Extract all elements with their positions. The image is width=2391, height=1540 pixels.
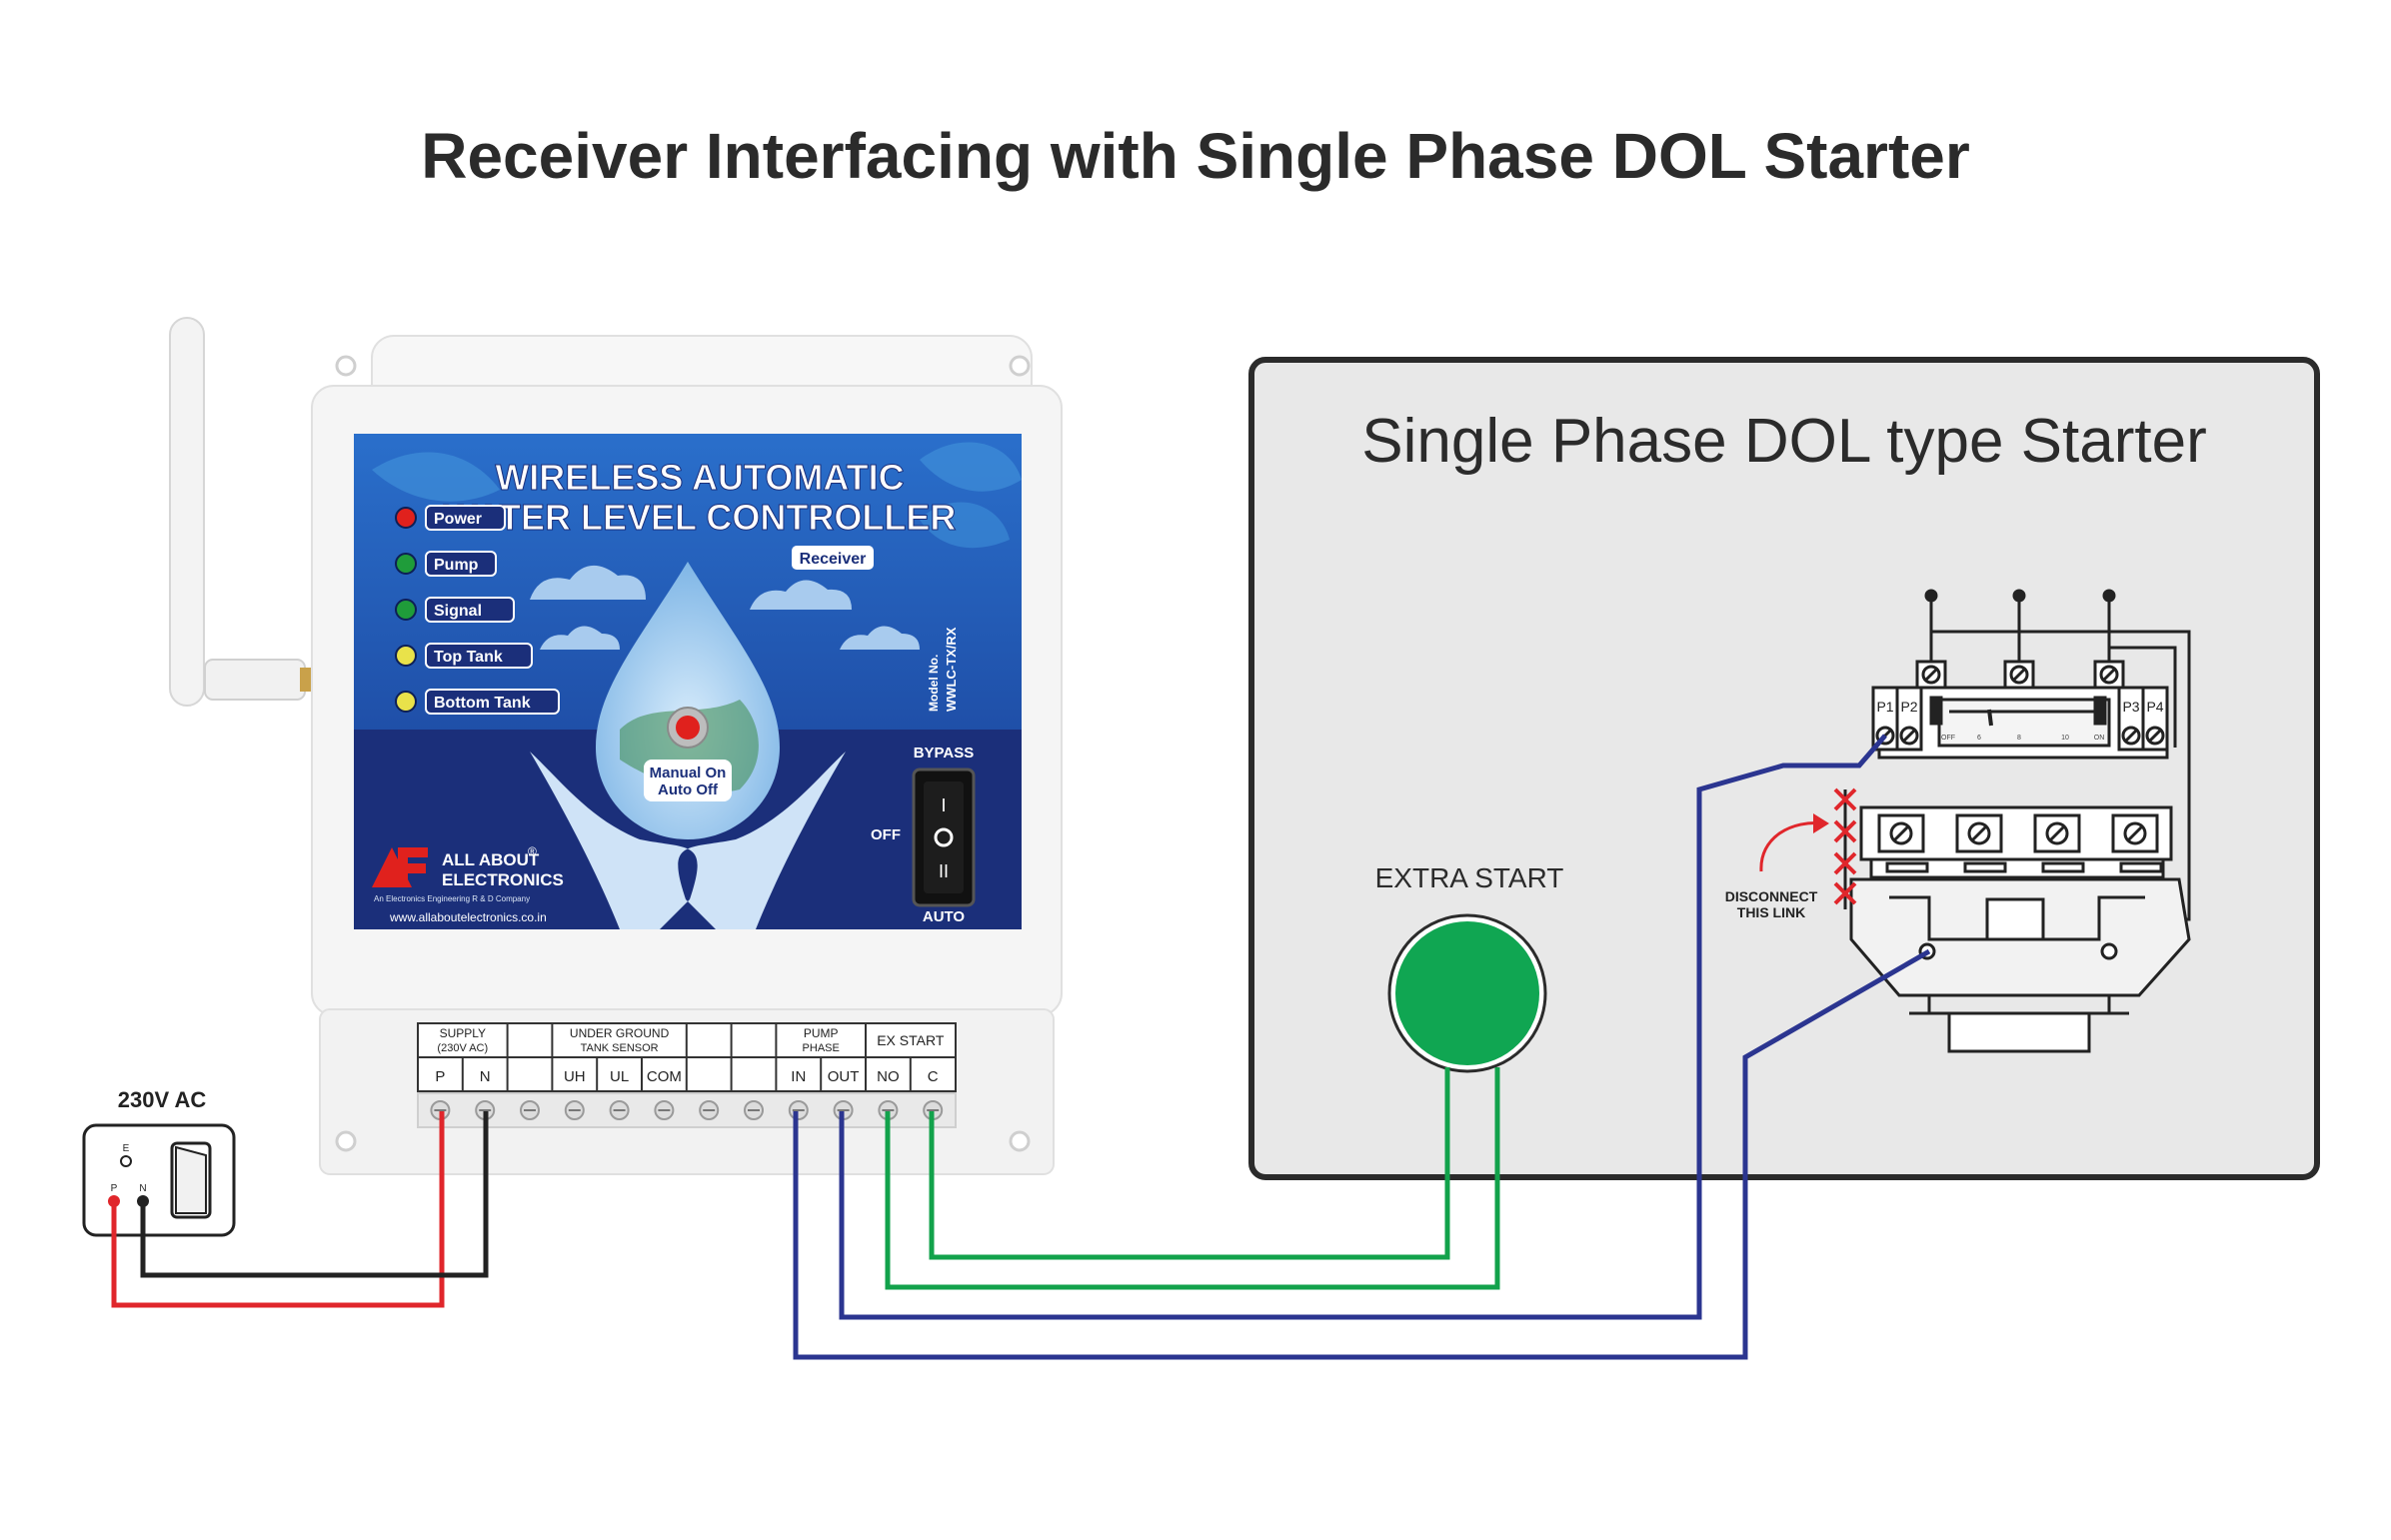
disconnect-note-line1: DISCONNECT [1725, 888, 1818, 904]
website: www.allaboutelectronics.co.in [389, 910, 547, 924]
indicator-label: Bottom Tank [434, 695, 531, 712]
receiver-badge [792, 546, 874, 570]
antenna-connector [204, 659, 306, 701]
relay-scale-10: 10 [2061, 735, 2069, 742]
starter-box [1248, 357, 2320, 1180]
wire-pump-phase-in [793, 948, 1931, 1360]
terminal-group-sublabel: TANK SENSOR [581, 1042, 659, 1054]
relay-scale-on: ON [2094, 735, 2105, 742]
terminal-label: NO [877, 1068, 900, 1085]
antenna [169, 317, 205, 707]
relay-scale-off: OFF [1941, 735, 1955, 742]
switch-label-bypass: BYPASS [914, 745, 975, 762]
model-no-label: Model No. [927, 655, 941, 712]
terminal-label: COM [647, 1068, 682, 1085]
wire-supply-phase [111, 1111, 445, 1308]
supply-socket: 230V AC E P N [82, 1087, 236, 1237]
indicator-led [395, 691, 417, 713]
starter-terminal-p1: P1 [1876, 699, 1893, 715]
terminal-group-sublabel: PHASE [803, 1042, 840, 1054]
model-no: WWLC-TX/RX [944, 627, 959, 712]
indicator-led [395, 599, 417, 621]
extra-start-button[interactable] [1395, 921, 1539, 1065]
wires [111, 734, 1931, 1360]
svg-text:I: I [941, 795, 946, 815]
brand-line1: ALL ABOUT [442, 850, 540, 869]
indicator-label: Top Tank [434, 649, 503, 666]
dol-starter-drawing [1849, 589, 2191, 1053]
wire-supply-neutral [140, 1111, 489, 1278]
terminal-group-label: PUMP [804, 1026, 839, 1040]
receiver-unit: WIRELESS AUTOMATIC WATER LEVEL CONTROLLE… [169, 317, 1063, 1175]
brand-tagline: An Electronics Engineering R & D Company [374, 894, 530, 903]
socket-pin-n: N [139, 1183, 146, 1194]
indicator-label-box [425, 551, 497, 577]
supply-label: 230V AC [118, 1087, 207, 1112]
page-title: Receiver Interfacing with Single Phase D… [421, 120, 1970, 192]
extra-start-label: EXTRA START [1375, 862, 1564, 893]
terminal-label: UL [610, 1068, 629, 1085]
terminal-label: C [928, 1068, 939, 1085]
terminal-label: P [435, 1068, 445, 1085]
relay-scale-6: 6 [1977, 735, 1981, 742]
brand-logo-icon [372, 847, 428, 887]
starter-terminal-p4: P4 [2146, 699, 2163, 715]
starter-panel: Single Phase DOL type Starter EXTRA STAR… [1248, 357, 2320, 1180]
disconnect-note-line2: THIS LINK [1737, 904, 1805, 920]
receiver-heading-line1: WIRELESS AUTOMATIC [495, 457, 904, 498]
terminal-group-label: SUPPLY [440, 1026, 486, 1040]
manual-button-label-line2: Auto Off [658, 781, 719, 798]
wire-ex-start-c [929, 1067, 1450, 1260]
switch-label-off: OFF [871, 826, 901, 843]
indicator-label: Power [434, 511, 482, 528]
manual-button-label-line1: Manual On [650, 765, 727, 781]
indicator-led [395, 507, 417, 529]
socket-pin-p: P [111, 1183, 118, 1194]
hands-graphic [530, 752, 846, 929]
receiver-heading-line2: WATER LEVEL CONTROLLER [444, 497, 957, 538]
brand-line2: ELECTRONICS [442, 870, 564, 889]
svg-text:II: II [939, 861, 949, 881]
starter-title: Single Phase DOL type Starter [1361, 407, 2206, 476]
indicator-led [395, 645, 417, 667]
terminal-label: UH [564, 1068, 586, 1085]
relay-scale-8: 8 [2017, 735, 2021, 742]
receiver-badge-text: Receiver [800, 551, 867, 568]
switch-label-auto: AUTO [923, 908, 966, 925]
terminal-group-sublabel: (230V AC) [437, 1042, 488, 1054]
indicator-label: Pump [434, 557, 479, 574]
terminal-label: OUT [828, 1068, 860, 1085]
wire-pump-phase-out [839, 734, 1887, 1320]
indicator-led [395, 553, 417, 575]
indicator-label-box [425, 597, 515, 623]
terminal-label: N [480, 1068, 491, 1085]
socket-pin-e: E [123, 1143, 130, 1154]
starter-terminal-p2: P2 [1900, 699, 1917, 715]
brand-reg: ® [528, 844, 537, 858]
indicator-label-box [425, 689, 560, 715]
screw-terminal-strip [417, 1092, 957, 1128]
terminal-group-label: UNDER GROUND [570, 1026, 670, 1040]
indicator-label-box [425, 505, 506, 531]
terminal-group-label: EX START [877, 1032, 945, 1048]
terminal-label: IN [791, 1068, 806, 1085]
manual-button-label-box [644, 760, 732, 801]
indicator-label: Signal [434, 603, 482, 620]
disconnect-marks [1833, 787, 1857, 905]
indicator-label-box [425, 643, 533, 669]
wire-ex-start-no [885, 1067, 1500, 1290]
starter-terminal-p3: P3 [2122, 699, 2139, 715]
